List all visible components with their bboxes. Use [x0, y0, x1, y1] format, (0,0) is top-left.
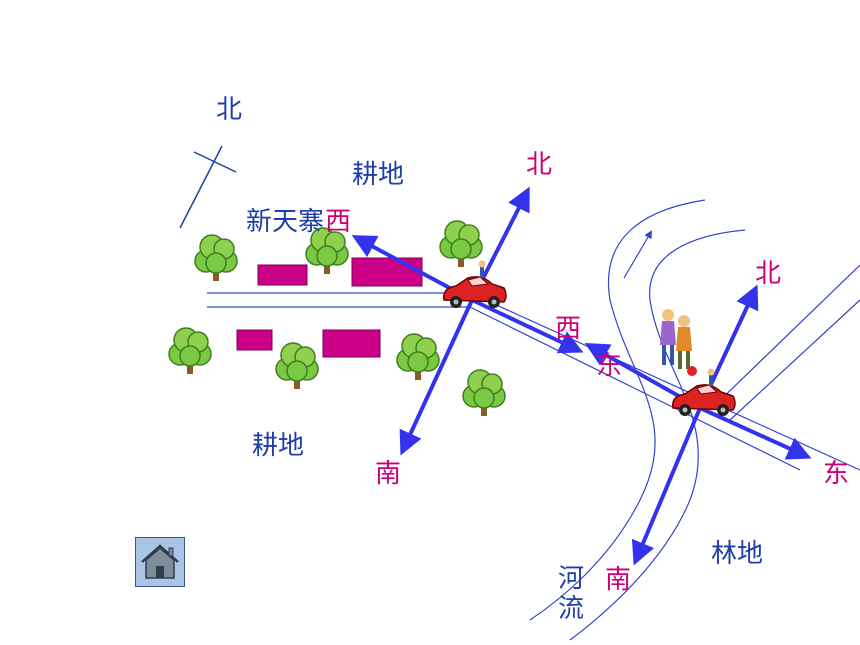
house: [351, 257, 423, 287]
houses: [236, 257, 423, 358]
people-icon: [660, 309, 697, 376]
village-label: 新天寨: [246, 207, 325, 237]
house: [322, 329, 381, 358]
arrow-south: [399, 299, 474, 456]
road: [207, 264, 860, 471]
car2-west-label: 西: [555, 314, 582, 344]
arrow-east: [699, 406, 812, 460]
tree: [275, 342, 319, 390]
river-char: 流: [557, 594, 584, 624]
north-indicator: [179, 145, 237, 229]
car2-north-label: 北: [755, 259, 782, 289]
trees: [168, 220, 506, 417]
car2-compass: [584, 284, 812, 566]
forest-label: 林地: [711, 539, 764, 569]
car2-south-label: 南: [605, 565, 632, 595]
home-button[interactable]: [135, 537, 185, 587]
tree: [439, 220, 483, 268]
tree: [194, 234, 238, 282]
car1-west-label: 西: [325, 207, 352, 237]
farmland-label-bottom: 耕地: [252, 431, 305, 461]
compass-north-label: 北: [216, 95, 243, 125]
house: [236, 329, 273, 351]
car1-east-label: 东: [596, 351, 623, 381]
farmland-label-top: 耕地: [352, 160, 405, 190]
river-char: 河: [557, 564, 584, 594]
tree: [396, 333, 440, 381]
river-label: 河 流: [557, 564, 585, 624]
car-icon: [443, 259, 507, 309]
car1-north-label: 北: [526, 150, 553, 180]
tree: [168, 327, 212, 375]
arrow-south: [631, 407, 702, 566]
car2-east-label: 东: [823, 459, 850, 489]
car-icon: [672, 367, 736, 417]
house: [257, 264, 308, 286]
tree: [462, 369, 506, 417]
home-icon: [141, 544, 179, 579]
car1-south-label: 南: [375, 459, 402, 489]
arrow-east: [471, 298, 584, 354]
car1-compass: [351, 186, 584, 456]
